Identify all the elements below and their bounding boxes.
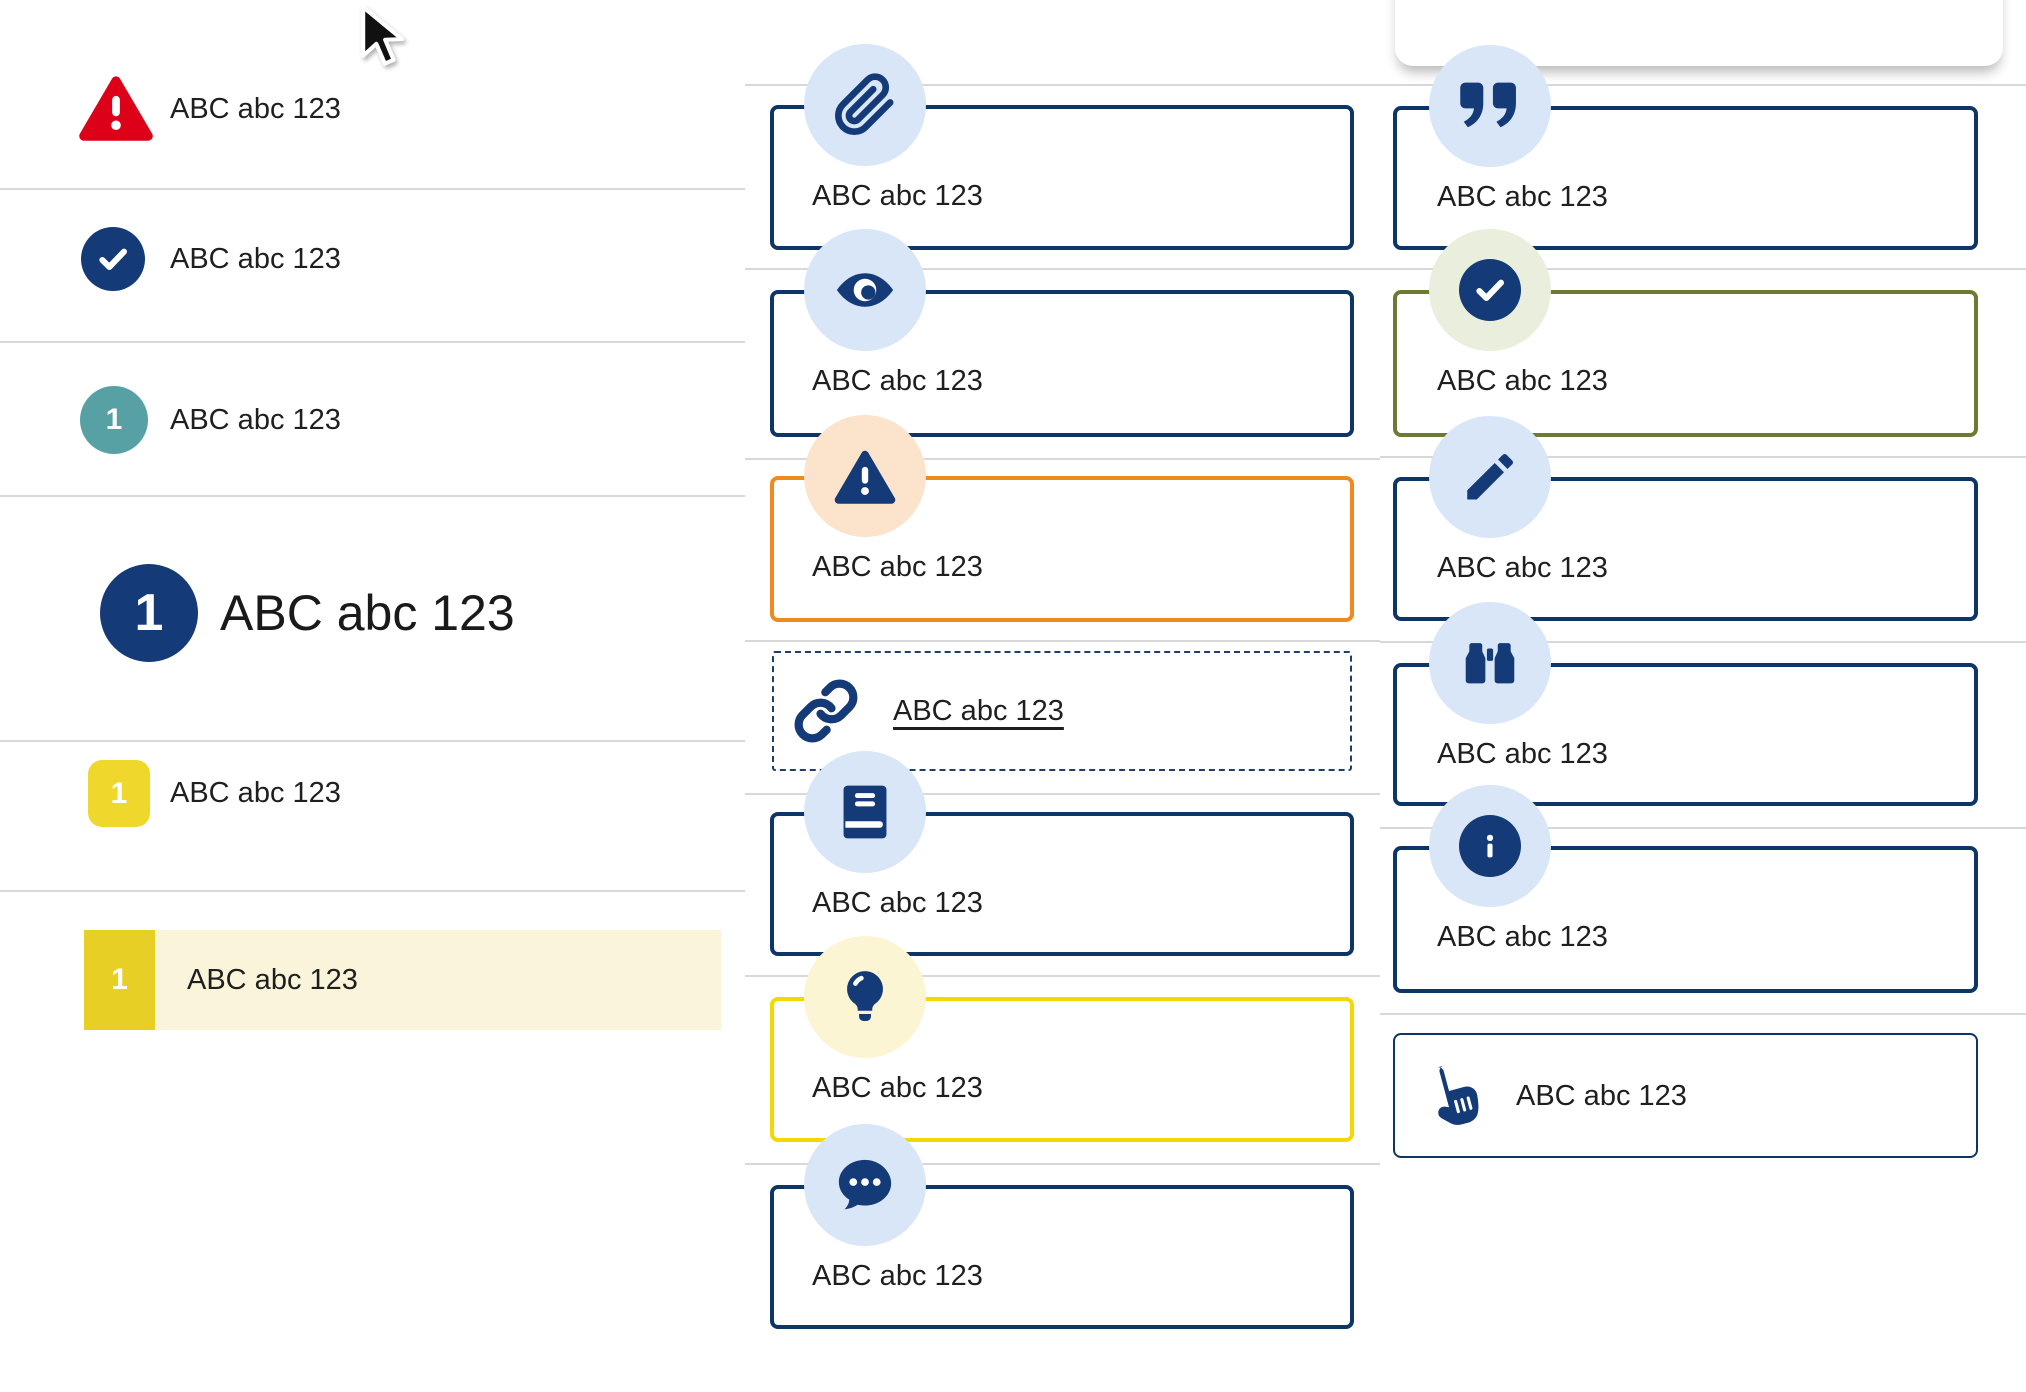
divider xyxy=(745,1163,1380,1165)
divider xyxy=(745,268,1380,270)
pointer-button[interactable] xyxy=(1393,1033,1978,1158)
callout-label: ABC abc 123 xyxy=(1516,1080,1687,1112)
list-item-label: ABC abc 123 xyxy=(170,243,341,275)
list-item-label: ABC abc 123 xyxy=(170,777,341,809)
divider xyxy=(745,640,1380,642)
callout-label: ABC abc 123 xyxy=(812,365,983,397)
number-badge-navy-large: 1 xyxy=(100,564,198,662)
callout-label: ABC abc 123 xyxy=(812,887,983,919)
divider xyxy=(745,793,1380,795)
quote-icon xyxy=(1429,45,1551,167)
divider xyxy=(1380,1013,2026,1015)
callout-label: ABC abc 123 xyxy=(1437,552,1608,584)
lightbulb-icon xyxy=(804,936,926,1058)
divider xyxy=(0,890,745,892)
divider xyxy=(1380,827,2026,829)
eye-icon xyxy=(804,229,926,351)
callout-label: ABC abc 123 xyxy=(1437,181,1608,213)
divider xyxy=(1380,641,2026,643)
divider xyxy=(745,975,1380,977)
pencil-icon xyxy=(1429,416,1551,538)
divider xyxy=(0,188,745,190)
list-item-label: ABC abc 123 xyxy=(187,964,358,996)
check-circle-icon xyxy=(81,227,145,291)
divider xyxy=(0,495,745,497)
alert-triangle-icon xyxy=(78,73,154,141)
book-icon xyxy=(804,751,926,873)
callout-label: ABC abc 123 xyxy=(1437,365,1608,397)
callout-label: ABC abc 123 xyxy=(1437,738,1608,770)
divider xyxy=(0,740,745,742)
number-badge-yellow: 1 xyxy=(88,760,150,827)
number-badge-teal: 1 xyxy=(80,386,148,454)
mouse-cursor xyxy=(360,4,404,73)
list-item-selected[interactable] xyxy=(84,930,721,1030)
divider xyxy=(1380,268,2026,270)
number-badge-yellow-selected: 1 xyxy=(84,930,155,1030)
alert-triangle-icon xyxy=(804,415,926,537)
chat-bubble-icon xyxy=(804,1124,926,1246)
inline-link[interactable]: ABC abc 123 xyxy=(893,695,1064,727)
list-item-label: ABC abc 123 xyxy=(170,93,341,125)
divider xyxy=(1380,456,2026,458)
check-circle-icon xyxy=(1429,229,1551,351)
list-item-label-large: ABC abc 123 xyxy=(220,585,515,641)
divider xyxy=(0,341,745,343)
divider xyxy=(1380,84,2026,86)
hand-pointer-icon xyxy=(1417,1056,1495,1134)
callout-label: ABC abc 123 xyxy=(812,1072,983,1104)
divider xyxy=(745,84,1380,86)
info-icon xyxy=(1429,785,1551,907)
callout-label: ABC abc 123 xyxy=(812,551,983,583)
callout-label: ABC abc 123 xyxy=(1437,921,1608,953)
link-icon xyxy=(793,678,859,744)
paperclip-icon xyxy=(804,44,926,166)
callout-label: ABC abc 123 xyxy=(812,1260,983,1292)
callout-label: ABC abc 123 xyxy=(812,180,983,212)
binoculars-icon xyxy=(1429,602,1551,724)
divider xyxy=(745,458,1380,460)
list-item-label: ABC abc 123 xyxy=(170,404,341,436)
